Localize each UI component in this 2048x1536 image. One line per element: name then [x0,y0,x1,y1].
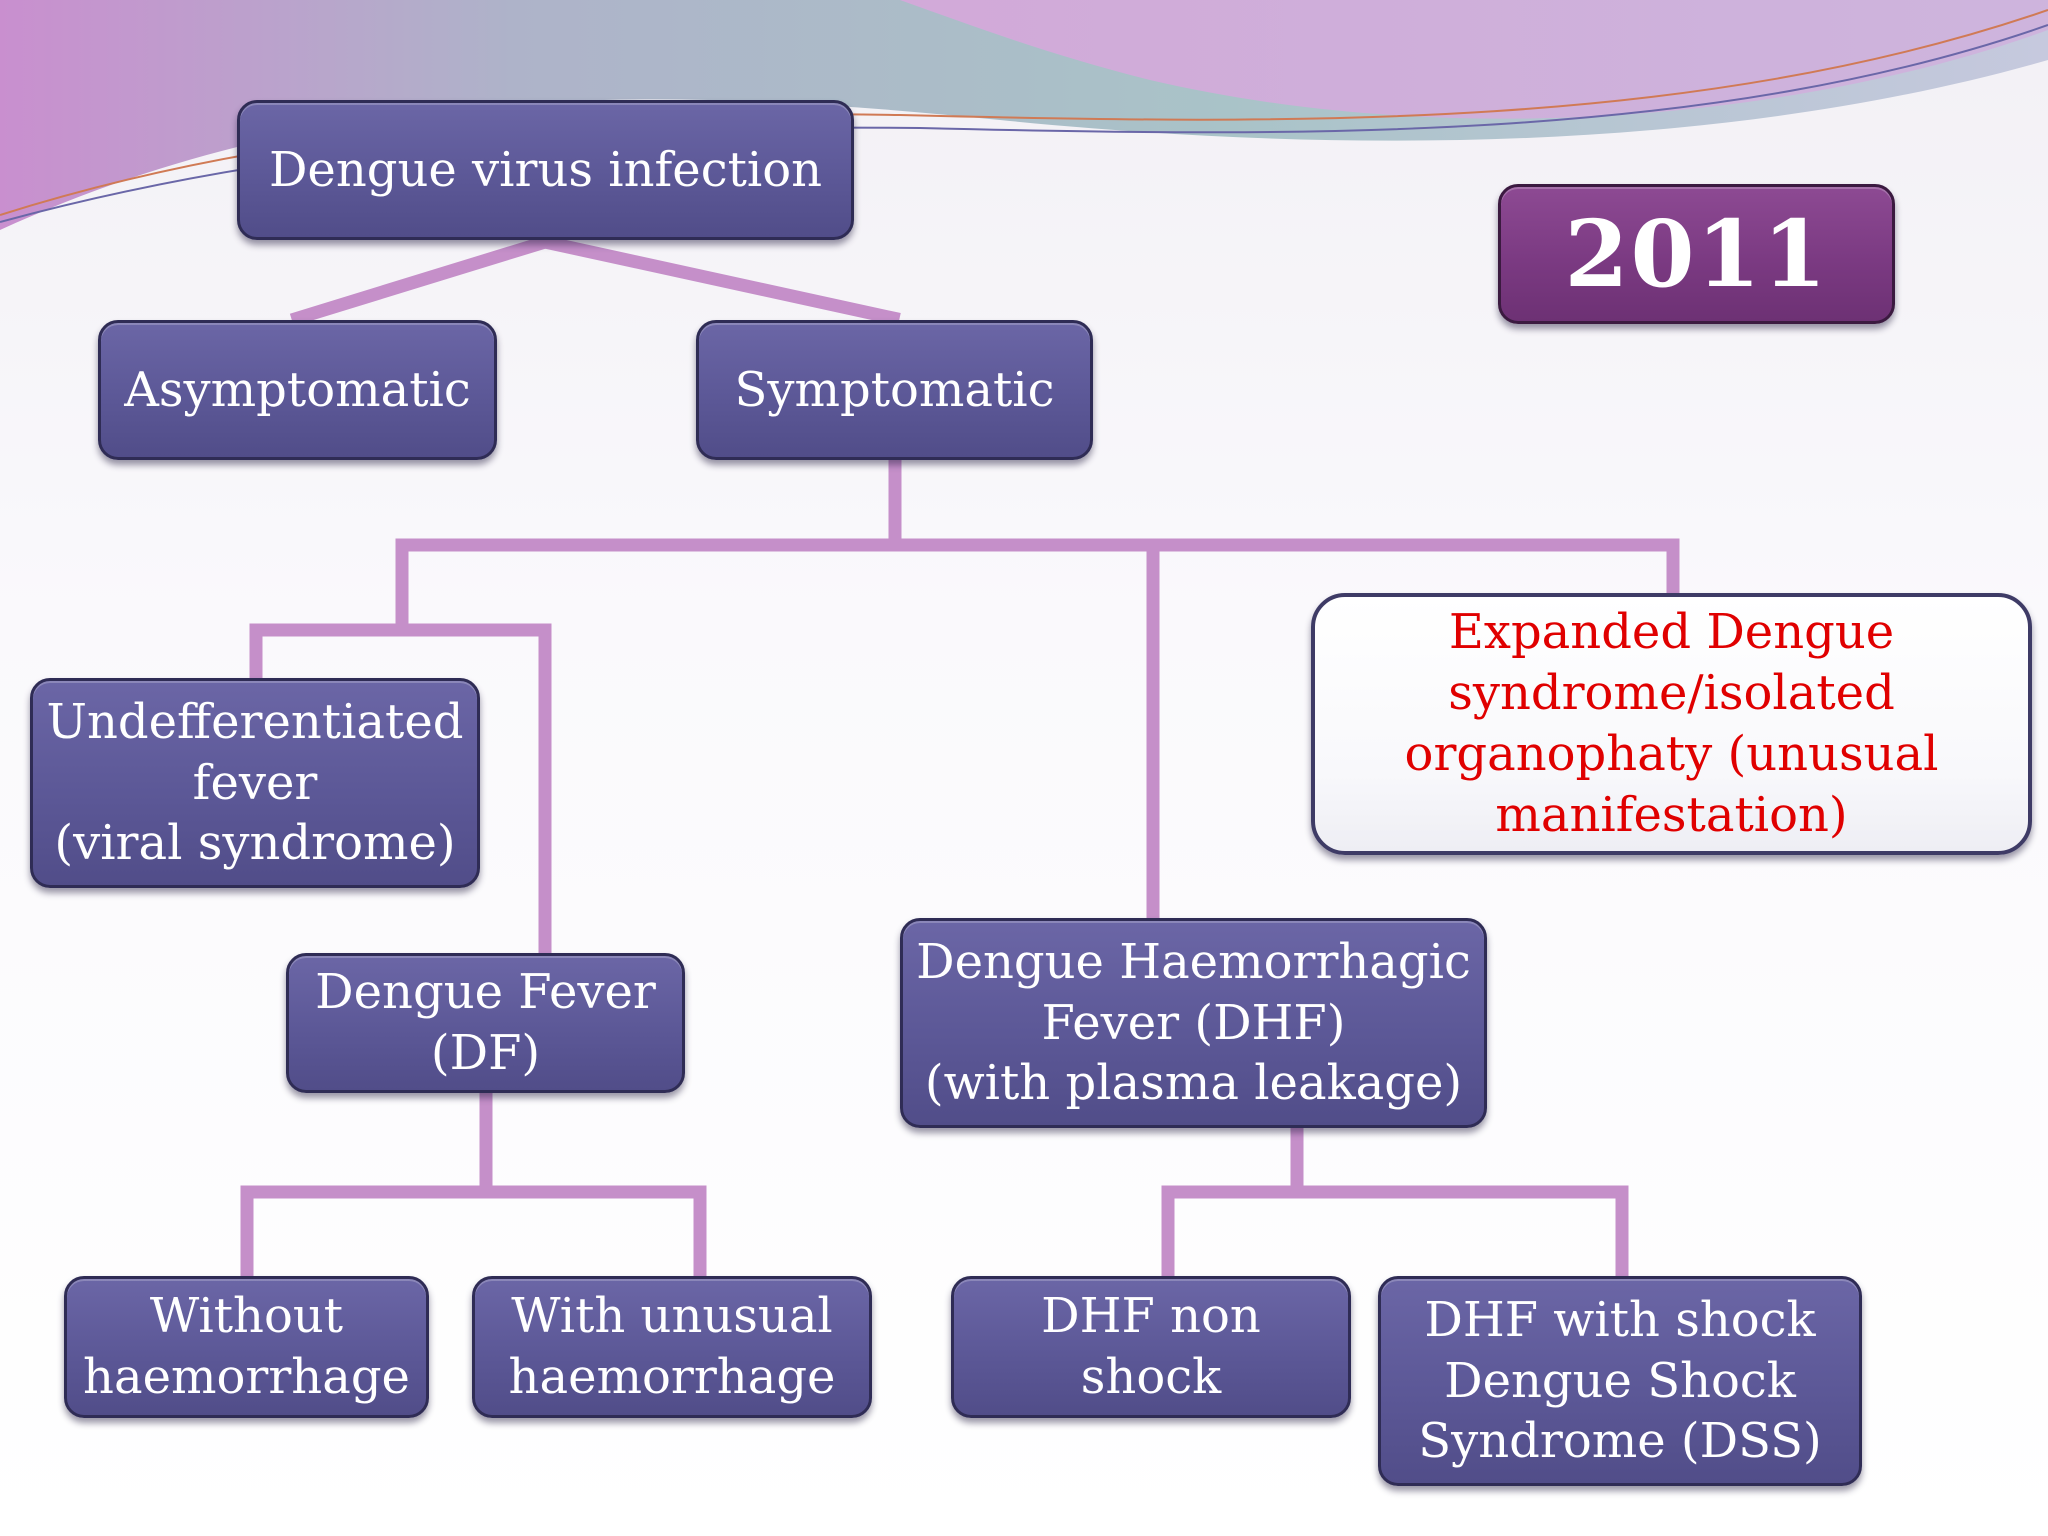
year-badge: 2011 [1498,184,1895,324]
node-symptomatic: Symptomatic [696,320,1093,460]
node-dengue-fever: Dengue Fever (DF) [286,953,685,1093]
background-waves [0,0,2048,230]
node-undifferentiated-fever: Undefferentiated fever (viral syndrome) [30,678,480,888]
node-without-haemorrhage: Without haemorrhage [64,1276,429,1418]
node-dengue-virus-infection: Dengue virus infection [237,100,854,240]
node-dhf-non-shock: DHF non shock [951,1276,1351,1418]
node-expanded-dengue-syndrome: Expanded Dengue syndrome/isolated organo… [1311,593,2032,855]
node-dhf: Dengue Haemorrhagic Fever (DHF) (with pl… [900,918,1487,1128]
node-asymptomatic: Asymptomatic [98,320,497,460]
node-dhf-with-shock: DHF with shock Dengue Shock Syndrome (DS… [1378,1276,1862,1486]
node-with-unusual-haemorrhage: With unusual haemorrhage [472,1276,872,1418]
